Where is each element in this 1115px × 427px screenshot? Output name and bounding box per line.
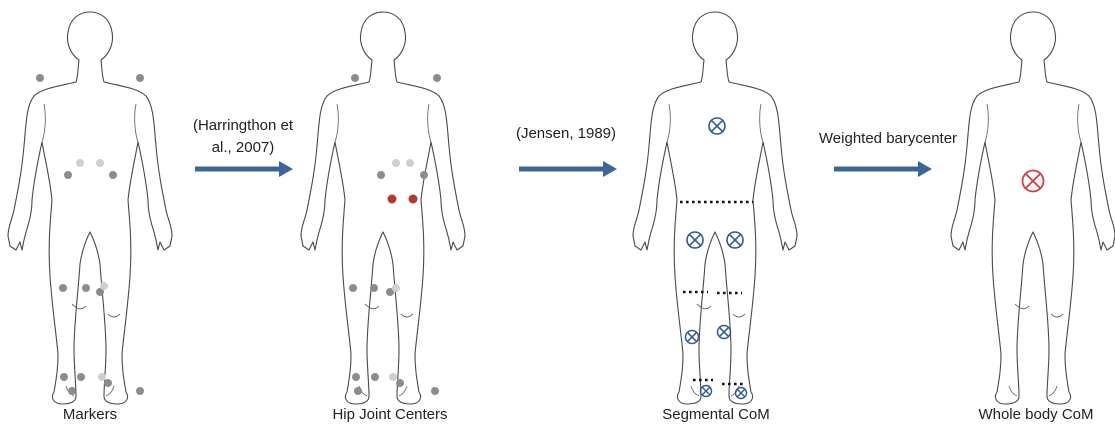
marker-dot [68,387,76,395]
human-silhouette [8,12,172,404]
arrow-head [603,161,617,177]
marker-dot [136,387,144,395]
figure-caption: Hip Joint Centers [332,406,447,423]
figure-whole-body-com: Whole body CoM [951,12,1115,423]
marker-dot [392,284,400,292]
marker-dot [77,373,85,381]
figure-caption: Markers [63,406,117,423]
marker-dot [406,159,414,167]
arrow-3: Weighted barycenter [819,130,957,177]
human-silhouette [633,12,797,404]
marker-dot [420,171,428,179]
hip-joint-center-dot [409,195,418,204]
marker-dot [109,171,117,179]
com-marker-left-shank [718,326,731,339]
arrow-shaft [195,167,279,172]
figure-markers: Markers [8,12,172,423]
marker-dot [82,284,90,292]
marker-dot [64,171,72,179]
marker-dot [104,379,112,387]
marker-dot [389,373,397,381]
marker-dot [352,373,360,381]
marker-dot [351,74,359,82]
arrow-shaft [519,167,603,172]
arrow-label-line: (Harringthon et [193,117,294,134]
arrow-1: (Harringthon et al., 2007) [193,117,294,177]
marker-dot [431,387,439,395]
arrow-2: (Jensen, 1989) [516,125,617,177]
marker-dot [349,284,357,292]
figure-caption: Whole body CoM [978,406,1093,423]
human-silhouette [301,12,465,404]
marker-dot [96,159,104,167]
human-silhouette [951,12,1115,404]
marker-dot [433,74,441,82]
figure-segmental-com: Segmental CoM [633,12,797,423]
com-marker-right-foot [701,386,712,397]
marker-dot [59,284,67,292]
marker-dot [60,373,68,381]
marker-dot [377,171,385,179]
marker-dot [98,373,106,381]
arrow-head [918,161,932,177]
marker-dot [392,159,400,167]
marker-dot [100,282,108,290]
arrow-head [279,161,293,177]
figure-hip-joint-centers: Hip Joint Centers [301,12,465,423]
marker-dot [36,74,44,82]
arrow-label-line: al., 2007) [212,139,275,156]
marker-dot [371,373,379,381]
marker-dot [370,284,378,292]
marker-dot [354,387,362,395]
arrow-shaft [834,167,918,172]
marker-dot [396,379,404,387]
marker-dot [136,74,144,82]
arrow-label-line: Weighted barycenter [819,130,957,147]
figure-caption: Segmental CoM [662,406,770,423]
arrow-label-line: (Jensen, 1989) [516,125,616,142]
marker-dot [76,159,84,167]
hip-joint-center-dot [388,195,397,204]
